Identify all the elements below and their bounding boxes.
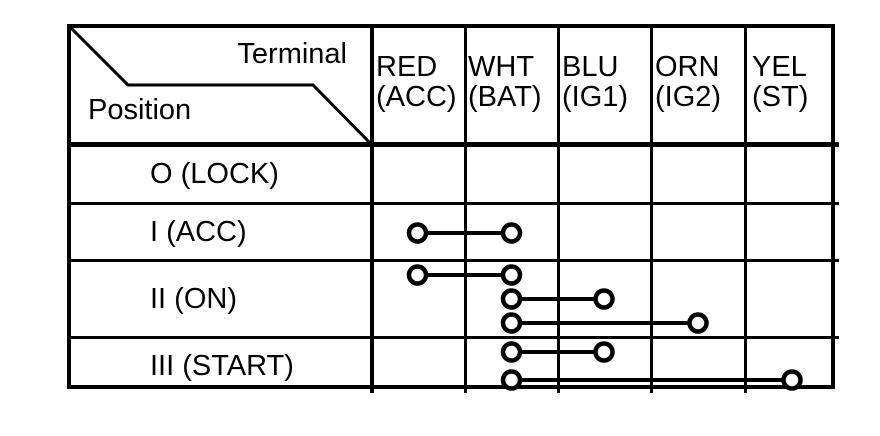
terminal-name-label: (BAT) [468,81,542,113]
column-header-blu-ig1: BLU (IG1) [562,52,628,112]
grid-line-position-column-divider [370,28,374,393]
connection-node [500,264,523,286]
grid-line-column-divider [650,28,653,393]
connection-node [593,341,615,363]
connection-node [500,222,523,244]
column-header-wht-bat: WHT (BAT) [468,52,542,112]
corner-diagonal-divider [71,28,374,147]
connection-overlay [71,28,803,391]
grid-line-row-divider [71,259,839,262]
terminal-color-label: RED [376,51,438,83]
column-header-red-acc: RED (ACC) [376,52,457,112]
connection-node [406,264,429,286]
row-label-start: III (START) [150,349,294,382]
terminal-continuity-table: Terminal Position RED (ACC) WHT (BAT) BL… [67,24,839,393]
connection-node [781,369,803,391]
grid-line-column-divider [744,28,747,393]
connection-node [500,288,523,310]
grid-line-column-divider [464,28,467,393]
terminal-color-label: BLU [562,51,619,83]
terminal-name-label: (IG2) [655,81,722,113]
connection-node [500,341,523,363]
column-header-orn-ig2: ORN (IG2) [655,52,721,112]
terminal-color-label: YEL [752,51,807,83]
column-header-yel-st: YEL (ST) [752,52,808,112]
terminal-color-label: ORN [655,51,720,83]
row-label-on: II (ON) [150,282,237,315]
connection-node [593,288,615,310]
corner-terminal-label: Terminal [237,38,347,70]
grid-line-row-divider [71,336,839,339]
grid-line-row-divider [71,202,839,205]
terminal-color-label: WHT [468,51,535,83]
terminal-name-label: (ACC) [376,81,457,113]
row-label-acc: I (ACC) [150,215,247,248]
terminal-name-label: (IG1) [562,81,629,113]
connection-node [500,369,523,391]
grid-line-column-divider [557,28,560,393]
corner-position-label: Position [88,94,192,126]
row-label-lock: O (LOCK) [150,158,279,190]
connection-node [406,222,429,244]
grid-line-header-bottom [71,142,839,147]
connection-node [687,312,709,334]
terminal-name-label: (ST) [752,81,809,113]
connection-node [500,312,523,334]
